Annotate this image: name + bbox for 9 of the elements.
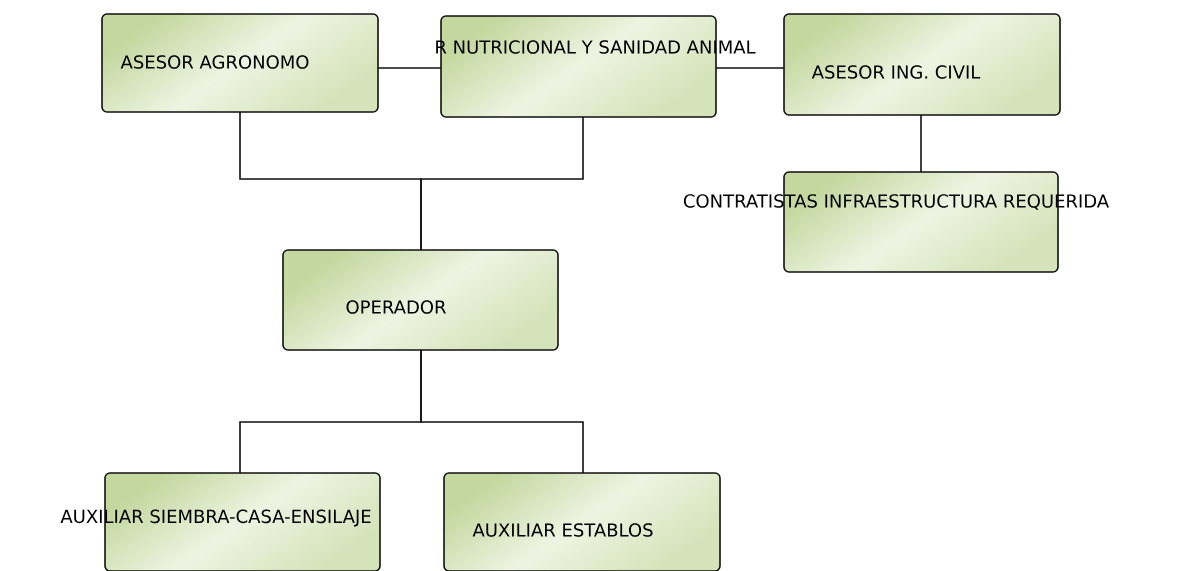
connector-line [377,67,442,69]
connector-line [715,67,785,69]
process-box: OPERADOR [282,249,559,351]
process-box: ASESOR ING. CIVIL [783,13,1061,116]
connector-line [420,116,584,251]
connector-line [420,349,584,474]
connector-line [920,114,922,173]
process-box: AUXILIAR ESTABLOS [443,472,721,571]
process-box: ASESOR AGRONOMO [101,13,379,113]
